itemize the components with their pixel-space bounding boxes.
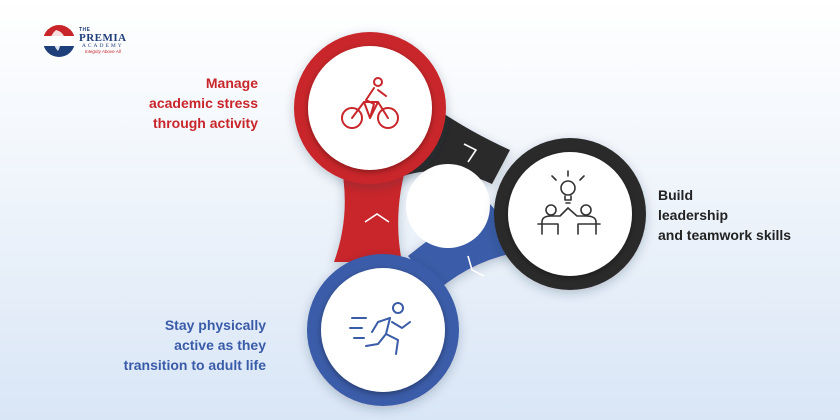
logo-the: THE — [79, 26, 91, 33]
logo-emblem-icon — [43, 25, 75, 57]
logo-subtitle: ACADEMY — [81, 42, 124, 49]
chevron-blue-icon — [467, 255, 485, 277]
chevron-dark-icon — [463, 143, 478, 163]
caption-leadership: Build leadership and teamwork skills — [658, 185, 828, 245]
caption-line: and teamwork skills — [658, 227, 792, 243]
caption-line: academic stress — [149, 95, 258, 111]
cyclist-icon — [341, 77, 399, 129]
caption-line: leadership — [658, 207, 729, 223]
teamwork-lightbulb-icon — [537, 170, 601, 235]
caption-line: Build — [658, 187, 693, 203]
logo-name: PREMIA — [79, 31, 127, 44]
center-hole — [406, 164, 490, 248]
caption-line: active as they — [174, 337, 266, 353]
chevron-up-icon — [364, 213, 390, 223]
caption-manage-stress: Manage academic stress through activity — [110, 73, 258, 133]
caption-line: through activity — [152, 115, 258, 131]
caption-stay-active: Stay physically active as they transitio… — [90, 315, 266, 375]
caption-line: transition to adult life — [123, 357, 266, 373]
connector-red-blue — [334, 160, 408, 262]
caption-line: Stay physically — [164, 317, 266, 333]
academy-logo: THE PREMIA ACADEMY Integrity Above All — [42, 24, 127, 58]
disc-bottom — [321, 268, 445, 392]
caption-line: Manage — [205, 75, 258, 91]
logo-tagline: Integrity Above All — [84, 49, 121, 54]
runner-icon — [349, 302, 411, 355]
disc-right — [508, 152, 632, 276]
disc-top — [308, 46, 432, 170]
